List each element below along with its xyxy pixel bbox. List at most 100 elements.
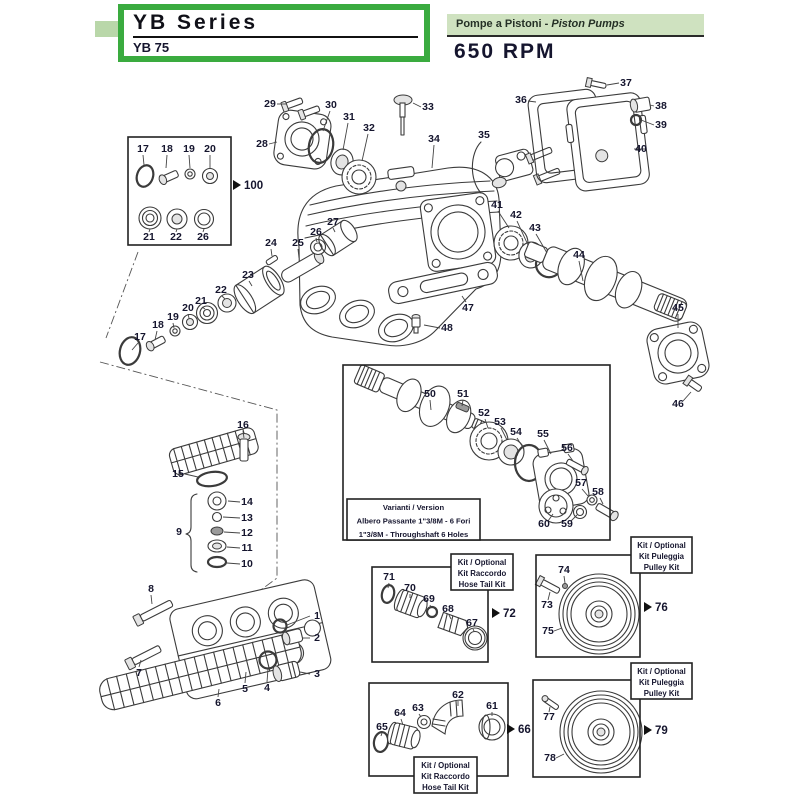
part-number-label: 17 [137, 143, 149, 155]
rpm-label: 650 RPM [454, 40, 556, 63]
leader-line [547, 513, 554, 522]
part-number-label: 45 [672, 302, 684, 314]
part-number-label: 3 [314, 668, 320, 680]
leader-line [297, 248, 300, 259]
leader-line [150, 594, 153, 605]
leader-line [184, 473, 199, 478]
kit-outline-box [532, 679, 641, 778]
leader-line [266, 668, 269, 683]
leader-line [570, 514, 578, 522]
part-number-label: 13 [241, 512, 253, 524]
part-drawing-pulley-kit-2 [541, 690, 643, 774]
leader-line [461, 399, 464, 407]
part-number-label: 73 [541, 599, 553, 611]
centerline [99, 361, 278, 599]
leader-line [187, 313, 190, 319]
caption-box [450, 553, 514, 591]
kit-arrow-icon [507, 724, 515, 734]
part-number-label: 7 [136, 667, 142, 679]
part-number-label: 47 [462, 302, 474, 314]
part-number-label: 22 [170, 231, 182, 243]
part-number-label: 21 [195, 295, 207, 307]
caption-line: Albero Passante 1"3/8M - 6 Fori [357, 517, 471, 526]
part-number-label: 26 [310, 226, 322, 238]
leader-line [248, 280, 253, 287]
caption-line: Kit Raccordo [421, 772, 470, 781]
leader-line [497, 210, 510, 229]
leader-line [380, 732, 383, 737]
caption-line: Kit / Optional [637, 541, 686, 550]
part-drawing-rear-cover [527, 77, 652, 192]
part-number-label: 18 [161, 143, 173, 155]
part-number-label: 75 [542, 625, 554, 637]
part-number-label: 29 [264, 98, 276, 110]
leader-line [400, 718, 404, 726]
leader-line [165, 154, 168, 169]
leader-line [270, 248, 273, 257]
leader-line [567, 453, 574, 462]
caption-box [346, 498, 481, 541]
part-number-label: 27 [327, 216, 339, 228]
part-number-label: 11 [241, 542, 252, 554]
leader-line [448, 614, 452, 620]
part-number-label: 1 [314, 610, 320, 622]
leader-line [332, 227, 336, 233]
part-number-label: 44 [573, 249, 585, 261]
leader-line [242, 430, 245, 439]
leader-line [172, 322, 175, 329]
part-number-label: 42 [510, 209, 522, 221]
part-drawing-crankcase [297, 166, 502, 347]
part-number-label: 50 [424, 388, 436, 400]
leader-line [268, 141, 278, 145]
part-number-label: 4 [264, 682, 270, 694]
caption-line: 1"3/8M - Throughshaft 6 Holes [359, 530, 469, 539]
part-drawing-valve-group [168, 427, 259, 573]
kit-reference-number: 79 [655, 725, 668, 737]
leader-line [201, 306, 206, 310]
part-drawing-hose-tail-kit-1 [380, 584, 488, 651]
caption-line: Kit Puleggia [639, 678, 685, 687]
leader-line [244, 671, 247, 684]
part-number-label: 31 [343, 111, 355, 123]
part-number-label: 26 [197, 231, 209, 243]
leader-line [154, 330, 158, 341]
leader-line [188, 154, 191, 169]
leader-line [563, 575, 566, 584]
leader-line [682, 391, 692, 402]
leader-line [547, 591, 551, 601]
part-number-label: 58 [592, 486, 604, 498]
part-number-label: 15 [172, 468, 184, 480]
leader-line [555, 753, 565, 759]
part-number-label: 70 [404, 582, 416, 594]
part-number-label: 28 [256, 138, 268, 150]
kit-reference-number: 100 [244, 180, 263, 192]
part-number-label: 38 [655, 100, 667, 112]
part-number-label: 69 [423, 593, 435, 605]
kit-reference-number: 66 [518, 724, 531, 736]
kit-outline-box [127, 136, 232, 246]
leader-line [342, 122, 349, 151]
caption-line: Kit Raccordo [458, 569, 507, 578]
part-number-label: 61 [486, 700, 498, 712]
caption-box [630, 536, 693, 574]
category-english: Piston Pumps [551, 18, 625, 30]
leader-line [599, 497, 604, 505]
part-number-label: 68 [442, 603, 454, 615]
leader-line [429, 604, 432, 609]
part-number-label: 74 [558, 564, 570, 576]
leader-line [226, 562, 241, 565]
part-number-label: 17 [134, 331, 146, 343]
leader-line [223, 531, 241, 534]
leader-line [640, 119, 655, 126]
leader-line [418, 713, 422, 718]
kit-reference-number: 72 [503, 608, 516, 620]
part-number-label: 67 [466, 617, 478, 629]
part-drawing-dipstick [393, 94, 413, 136]
kit-arrow-icon [233, 180, 241, 190]
part-number-label: 19 [167, 311, 179, 323]
part-number-label: 54 [510, 426, 522, 438]
leader-line [315, 237, 318, 243]
part-drawing-seal-kit [135, 164, 219, 230]
part-number-label: 36 [515, 94, 527, 106]
part-number-label: 19 [183, 143, 195, 155]
